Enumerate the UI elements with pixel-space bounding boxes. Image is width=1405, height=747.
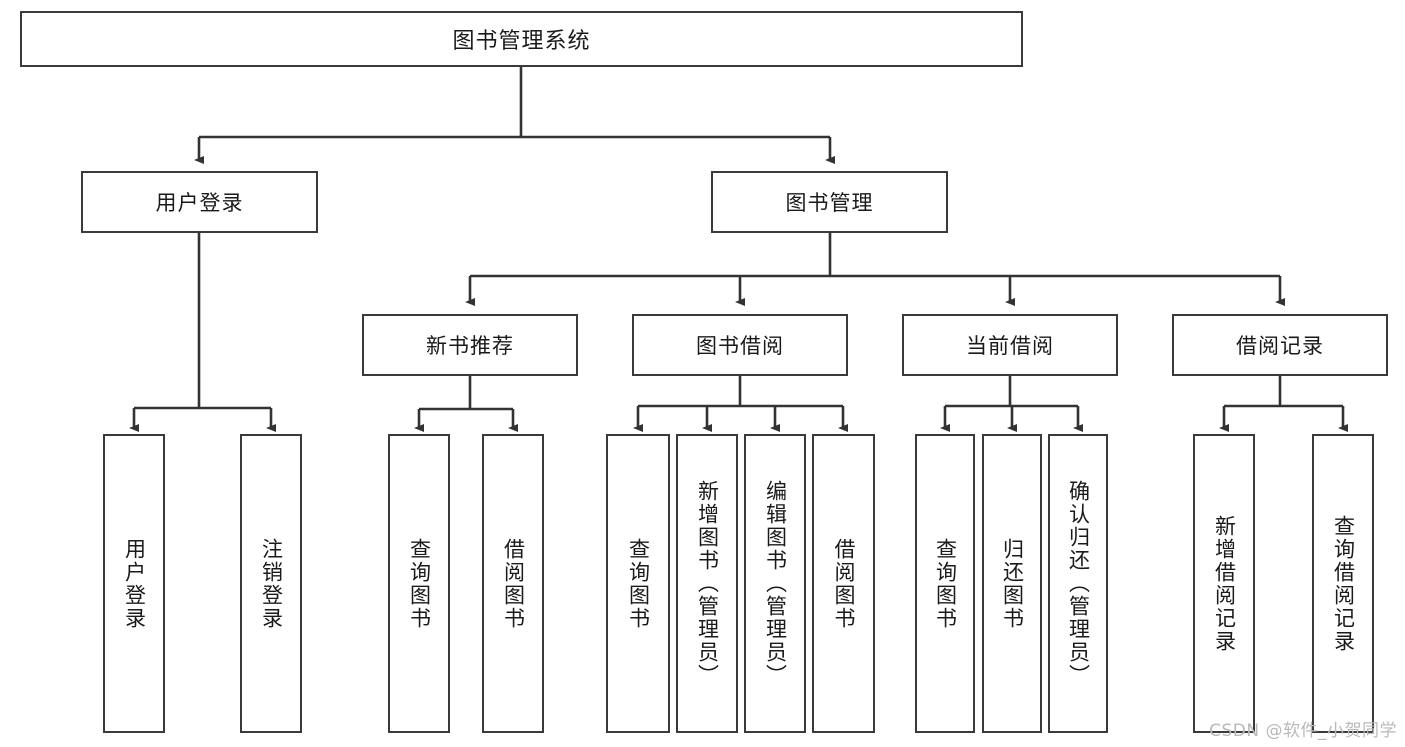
- node-leaf-add-book-label: 新增图书（管理员）: [695, 480, 720, 687]
- node-leaf-query-book-2-label: 查询图书: [626, 537, 651, 630]
- node-leaf-borrow-book-1-label: 借阅图书: [501, 537, 526, 630]
- node-leaf-add-book[interactable]: 新增图书（管理员）: [676, 434, 738, 733]
- node-book-borrow[interactable]: 图书借阅: [632, 314, 848, 376]
- node-leaf-query-book-3-label: 查询图书: [933, 537, 958, 630]
- node-borrow-record[interactable]: 借阅记录: [1172, 314, 1388, 376]
- node-leaf-user-login-label: 用户登录: [122, 537, 147, 630]
- node-leaf-query-record-label: 查询借阅记录: [1331, 514, 1356, 653]
- node-leaf-borrow-book-2-label: 借阅图书: [832, 537, 856, 630]
- node-borrow-record-label: 借阅记录: [1236, 334, 1324, 358]
- node-leaf-user-login[interactable]: 用户登录: [103, 434, 165, 733]
- node-leaf-return-book[interactable]: 归还图书: [982, 434, 1042, 733]
- node-leaf-return-book-label: 归还图书: [1000, 537, 1025, 630]
- node-root-label: 图书管理系统: [452, 29, 591, 54]
- node-book-borrow-label: 图书借阅: [696, 334, 784, 358]
- node-leaf-add-record[interactable]: 新增借阅记录: [1193, 434, 1255, 733]
- node-new-book-recommend[interactable]: 新书推荐: [362, 314, 578, 376]
- node-leaf-query-book-3[interactable]: 查询图书: [915, 434, 975, 733]
- node-leaf-borrow-book-1[interactable]: 借阅图书: [482, 434, 544, 733]
- node-leaf-confirm-return-label: 确认归还（管理员）: [1066, 480, 1091, 687]
- node-leaf-add-record-label: 新增借阅记录: [1212, 514, 1237, 653]
- node-leaf-query-record[interactable]: 查询借阅记录: [1312, 434, 1374, 733]
- node-book-management-label: 图书管理: [785, 191, 874, 215]
- node-leaf-edit-book[interactable]: 编辑图书（管理员）: [744, 434, 806, 733]
- watermark: CSDN @软件_小贺同学: [1209, 721, 1397, 741]
- node-current-borrow-label: 当前借阅: [966, 334, 1054, 358]
- node-leaf-logout-label: 注销登录: [259, 537, 284, 630]
- node-current-borrow[interactable]: 当前借阅: [902, 314, 1118, 376]
- node-leaf-logout[interactable]: 注销登录: [240, 434, 302, 733]
- node-new-book-recommend-label: 新书推荐: [426, 334, 514, 358]
- node-user-login-label: 用户登录: [155, 191, 244, 215]
- node-leaf-query-book-2[interactable]: 查询图书: [606, 434, 670, 733]
- node-leaf-edit-book-label: 编辑图书（管理员）: [763, 480, 788, 687]
- node-leaf-confirm-return[interactable]: 确认归还（管理员）: [1048, 434, 1108, 733]
- node-leaf-query-book-1-label: 查询图书: [407, 537, 432, 630]
- node-leaf-borrow-book-2[interactable]: 借阅图书: [812, 434, 875, 733]
- node-user-login[interactable]: 用户登录: [81, 171, 318, 233]
- node-leaf-query-book-1[interactable]: 查询图书: [388, 434, 450, 733]
- node-root[interactable]: 图书管理系统: [20, 11, 1023, 67]
- node-book-management[interactable]: 图书管理: [711, 171, 948, 233]
